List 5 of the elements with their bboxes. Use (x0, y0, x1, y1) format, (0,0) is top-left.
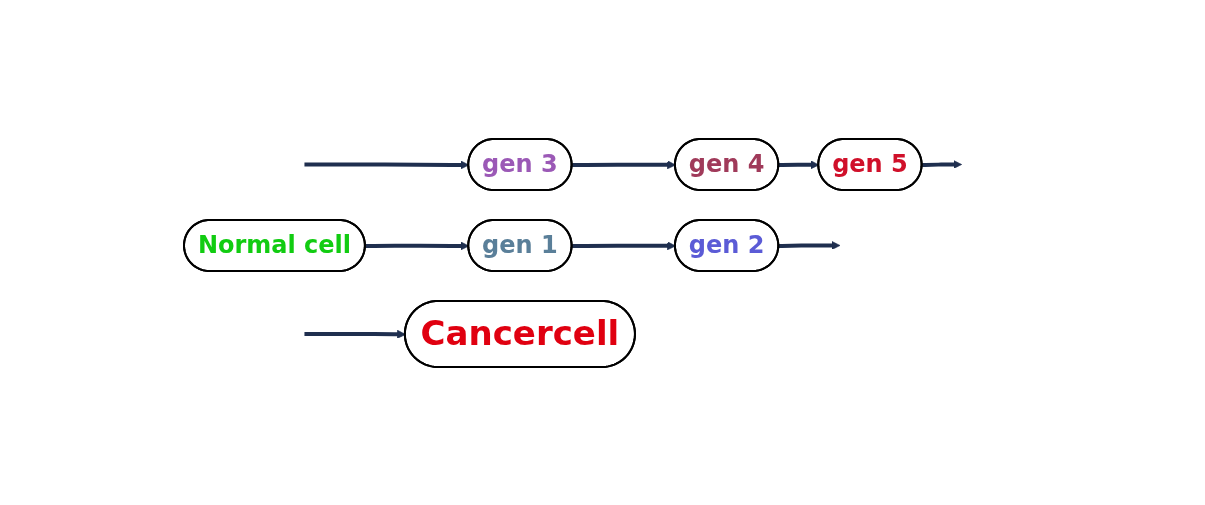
arrow (778, 159, 819, 169)
arrow (778, 240, 840, 250)
arrow (921, 159, 962, 169)
arrow (365, 241, 469, 250)
arrow (304, 160, 469, 169)
